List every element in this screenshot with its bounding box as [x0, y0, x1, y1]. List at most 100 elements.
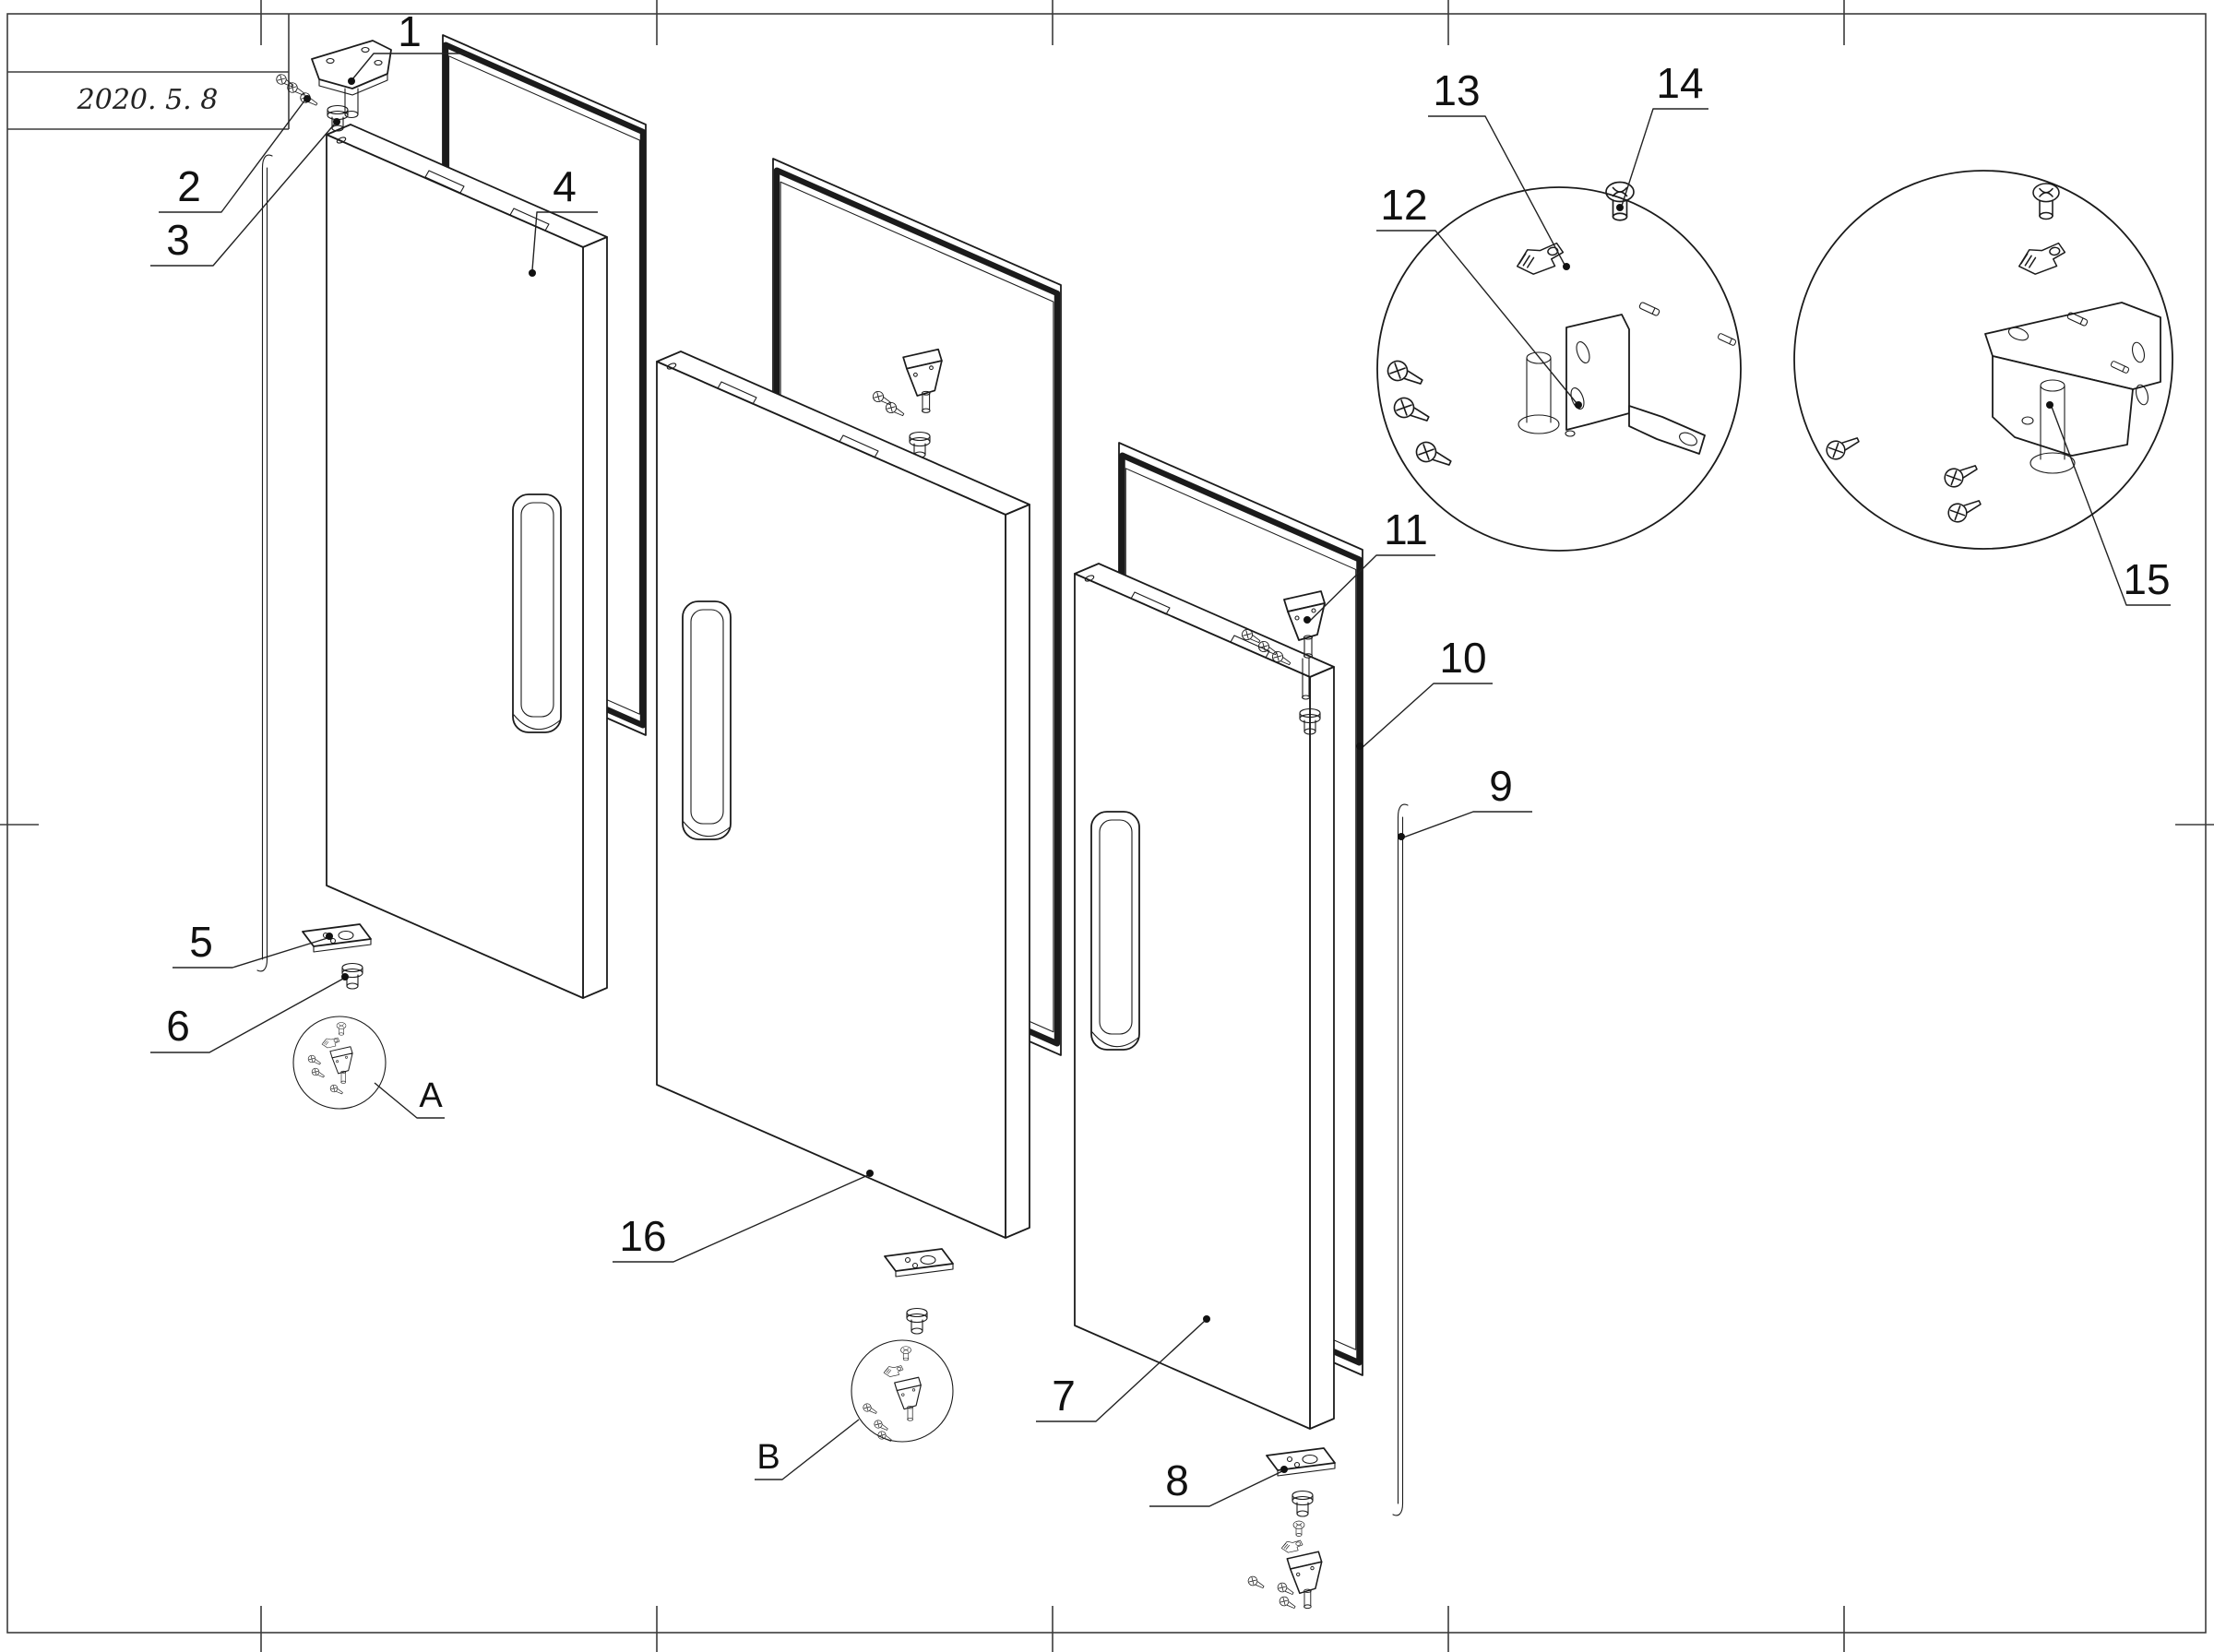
zone-ticks-top [260, 0, 1845, 45]
callout-label-1: 1 [398, 7, 422, 55]
leader-lines [150, 53, 2171, 1507]
leader-dot-11 [1303, 616, 1311, 624]
cap-screw [2032, 183, 2060, 220]
detail-circle-a [292, 1016, 387, 1110]
callout-labels: 1 2 3 4 5 6 7 8 9 10 11 12 13 14 15 16 A… [166, 7, 2170, 1504]
leader-dot-2 [304, 95, 311, 102]
hinge-clip [2016, 242, 2068, 278]
top-slot [1130, 591, 1171, 615]
door-panel-right [1074, 563, 1335, 1430]
hinge-plate [884, 1248, 954, 1278]
hinge-bracket [902, 348, 943, 414]
screw [306, 1053, 323, 1067]
door-side-face [1005, 504, 1030, 1239]
leader-line-a [374, 1082, 445, 1119]
leader-dot-14 [1616, 204, 1624, 211]
callout-label-5: 5 [189, 918, 213, 966]
hinge-pin [1302, 657, 1310, 698]
bottom-hinge-assembly-middle [851, 1248, 954, 1444]
door-panel-middle [656, 351, 1030, 1239]
door-front-face [326, 134, 584, 999]
leader-dot-5 [326, 933, 333, 940]
leader-line-7 [1036, 1320, 1206, 1422]
leader-dot-6 [341, 973, 349, 981]
cap-screw [900, 1346, 911, 1361]
door-handle-recess [682, 600, 732, 840]
top-slot [509, 208, 550, 232]
right-bottom-hinge-assembly [1245, 1447, 1336, 1612]
callout-label-16: 16 [619, 1212, 666, 1260]
screw [870, 388, 894, 409]
leader-dot-10 [1356, 743, 1363, 750]
door-side-face [582, 236, 608, 999]
leader-dot-9 [1398, 833, 1405, 840]
callout-label-3: 3 [166, 216, 190, 264]
leader-line-13 [1428, 115, 1565, 266]
screw [310, 1066, 327, 1080]
screw [1412, 438, 1456, 473]
door-handle-recess [512, 493, 562, 733]
leader-line-b [755, 1419, 860, 1480]
door-side-face [1309, 666, 1335, 1430]
leader-line-8 [1149, 1470, 1283, 1507]
callout-label-a: A [419, 1076, 443, 1115]
middle-hinge-bracket [1518, 314, 1706, 455]
leader-dot-7 [1203, 1315, 1210, 1323]
right-top-hinge-assembly [1239, 590, 1326, 735]
leader-dot-3 [333, 118, 340, 125]
hinge-bushing [906, 1307, 928, 1335]
top-slot [839, 434, 879, 458]
hinge-clip [1280, 1539, 1303, 1553]
hinge-bushing [1292, 1490, 1314, 1517]
hinge-pin-tip [1301, 695, 1311, 700]
top-slot [424, 170, 465, 194]
callout-label-4: 4 [553, 162, 577, 210]
hinge-pin [1717, 332, 1737, 347]
screw [1384, 357, 1427, 392]
screw [1941, 458, 1982, 491]
callout-label-7: 7 [1052, 1372, 1076, 1420]
detail-circle-b [851, 1339, 954, 1444]
hinge-plate [302, 923, 372, 953]
bottom-hinge-assembly-left [292, 923, 387, 1110]
leader-line-10 [1361, 683, 1493, 749]
sheet-border [6, 13, 2207, 1634]
detail-circle-middle-hinge [1376, 181, 1742, 552]
door-front-face [656, 361, 1006, 1239]
callout-label-11: 11 [1384, 505, 1428, 553]
screw [872, 1418, 890, 1433]
leader-dot-4 [529, 269, 536, 277]
leader-line-12 [1376, 230, 1577, 404]
leader-line-11 [1308, 554, 1435, 623]
leader-dot-8 [1280, 1466, 1288, 1473]
hinge-bracket [1286, 1551, 1323, 1610]
cap-screw [1292, 1520, 1305, 1537]
hinge-pin [1638, 301, 1660, 317]
middle-hinge-bracket [1984, 302, 2161, 474]
callout-label-b: B [756, 1438, 780, 1477]
leader-line-2 [159, 99, 306, 213]
leader-dot-16 [866, 1170, 874, 1177]
screw [1945, 493, 1985, 526]
callout-label-9: 9 [1489, 762, 1513, 810]
top-hinge-bracket [311, 40, 392, 119]
callout-label-10: 10 [1439, 634, 1486, 682]
screw [1390, 394, 1434, 429]
leader-dot-1 [348, 77, 355, 85]
screw [1277, 1594, 1298, 1612]
hinge-pin-hole [666, 362, 677, 370]
title-block: 2020. 5. 8 [7, 14, 290, 130]
callout-label-8: 8 [1165, 1456, 1189, 1504]
hinge-clip [321, 1037, 340, 1049]
leader-line-14 [1621, 108, 1708, 207]
hinge-bracket [894, 1376, 922, 1421]
screw [328, 1083, 345, 1097]
cap-screw [336, 1022, 347, 1036]
callout-label-6: 6 [166, 1002, 190, 1050]
hinge-pin-hole [1084, 575, 1095, 582]
top-slot [717, 381, 757, 405]
leader-line-5 [173, 937, 328, 969]
